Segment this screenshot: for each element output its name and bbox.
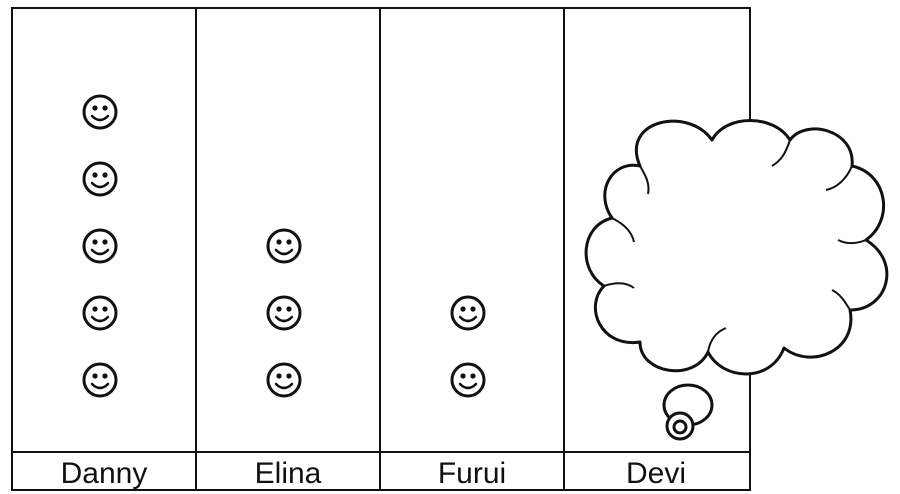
category-label-elina: Elina (255, 457, 322, 490)
smiley-face-icon (450, 295, 486, 331)
smiley-face-icon (266, 228, 302, 264)
smiley-face-icon (82, 94, 118, 130)
smiley-face-icon (82, 161, 118, 197)
smiley-face-icon (82, 228, 118, 264)
category-label-devi: Devi (626, 457, 686, 490)
category-labels: Danny Elina Furui Devi (61, 457, 686, 490)
thought-cloud-icon (584, 119, 889, 441)
smiley-face-icon (450, 362, 486, 398)
smiley-face-icon (82, 295, 118, 331)
smiley-face-icon (266, 362, 302, 398)
category-label-furui: Furui (438, 457, 506, 490)
pictograph-symbols (82, 94, 486, 398)
category-label-danny: Danny (61, 457, 148, 490)
smiley-face-icon (82, 362, 118, 398)
smiley-face-icon (266, 295, 302, 331)
